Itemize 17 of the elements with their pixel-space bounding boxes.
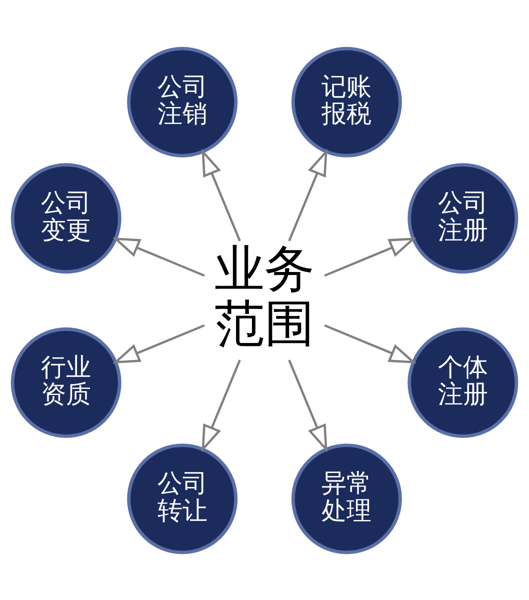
arrow — [324, 324, 417, 363]
arrow — [288, 148, 328, 241]
node-circle: 记账报税 — [291, 46, 402, 157]
arrow — [112, 324, 205, 363]
node-circle: 公司转让 — [127, 443, 238, 554]
arrow — [112, 237, 205, 276]
node-circle: 行业资质 — [10, 326, 122, 438]
arrow — [202, 148, 241, 241]
node-circle: 异常处理 — [291, 443, 402, 554]
node-circle: 公司变更 — [10, 162, 122, 274]
node-circle: 公司注册 — [408, 162, 518, 274]
node-text: 业务范围 — [214, 238, 314, 352]
arrow — [202, 359, 241, 452]
arrow — [288, 359, 328, 452]
node-circle: 公司注销 — [127, 46, 238, 157]
node-circle: 个体注册 — [408, 326, 518, 438]
arrow — [324, 237, 417, 276]
